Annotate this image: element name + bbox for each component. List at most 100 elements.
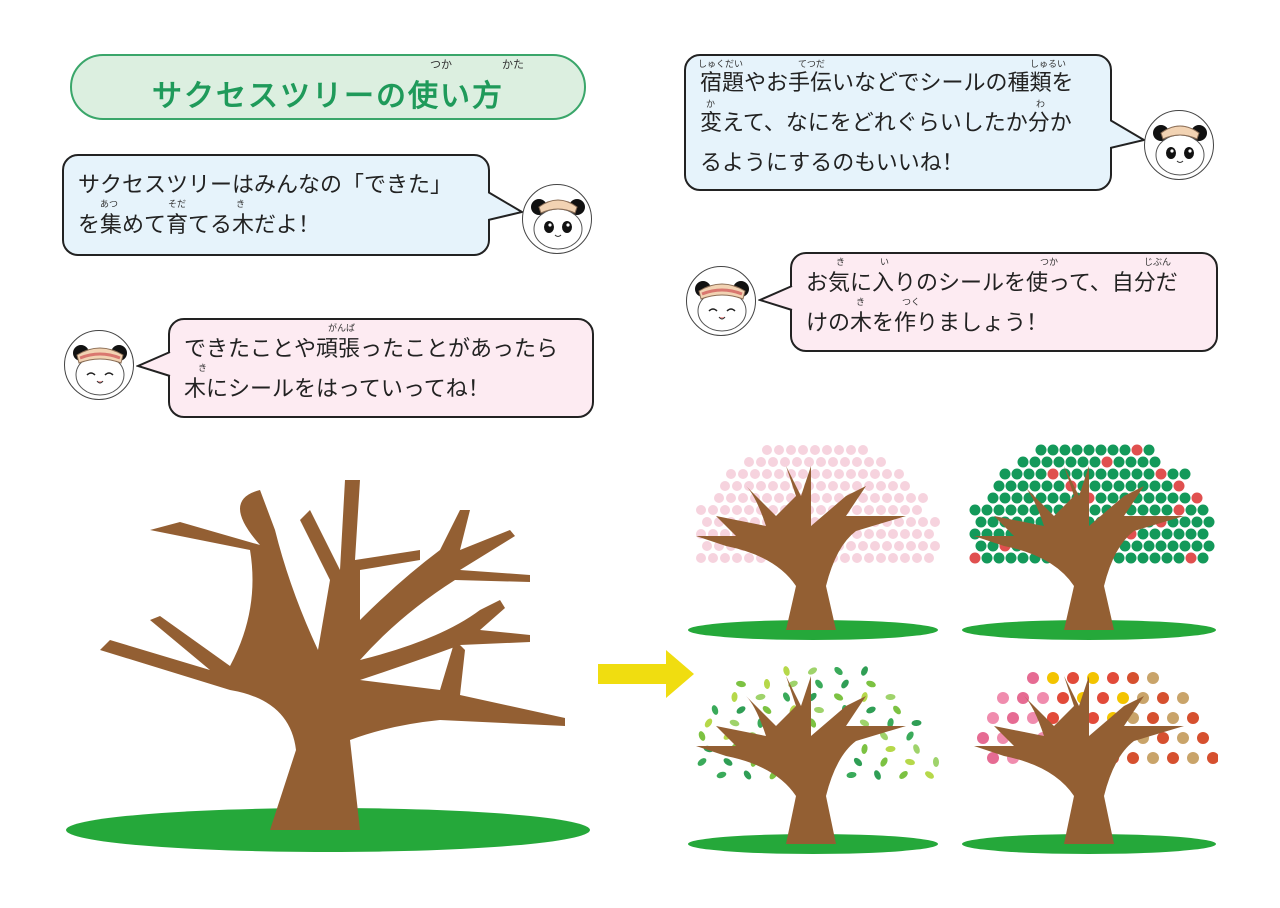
leaf-dot <box>1119 444 1131 456</box>
leaf-dot <box>1113 480 1125 492</box>
blossom-dot <box>702 541 712 551</box>
bubble-line: できたことや頑張ったことがあったら <box>184 337 559 362</box>
blossom-dot <box>918 541 928 551</box>
leaf-dot <box>1023 468 1035 480</box>
blossom-dot <box>900 553 910 563</box>
blossom-dot <box>762 469 772 479</box>
leaf-dot <box>975 516 987 528</box>
leaf-shape <box>885 745 896 753</box>
leaf-shape <box>834 666 843 676</box>
blossom-dot <box>822 445 832 455</box>
leaf-shape <box>853 757 863 767</box>
blossom-dot <box>900 529 910 539</box>
leaf-shape <box>783 666 790 676</box>
ruby-text: か <box>706 100 716 110</box>
bubble-line: を集めて育てる木だよ！ <box>78 213 321 238</box>
bubble-tail <box>758 285 793 311</box>
blossom-dot <box>888 553 898 563</box>
panda-smiling-avatar <box>686 266 756 336</box>
leaf-dot <box>1095 468 1107 480</box>
speech-bubble-sticker-types: 宿題やお手伝いなどでシールの種類を 変えて、なにをどれぐらいしたか分か るように… <box>684 54 1112 191</box>
leaf-shape <box>861 744 868 754</box>
leaf-dot <box>999 492 1011 504</box>
leaf-shape <box>743 770 752 780</box>
leaf-dot <box>1167 540 1179 552</box>
leaf-shape <box>815 679 823 689</box>
blossom-dot <box>768 481 778 491</box>
blossom-dot <box>762 445 772 455</box>
sticker <box>1147 672 1159 684</box>
blossom-dot <box>870 493 880 503</box>
blossom-dot <box>894 493 904 503</box>
sticker <box>1057 692 1069 704</box>
blossom-dot <box>888 481 898 491</box>
leaf-shape <box>932 757 940 767</box>
leaf-dot <box>1149 552 1161 564</box>
leaf-dot <box>1161 504 1173 516</box>
sticker <box>1207 752 1218 764</box>
sticker <box>1177 692 1189 704</box>
sticker <box>1007 712 1019 724</box>
leaf-dot <box>1107 444 1119 456</box>
leaf-dot <box>999 468 1011 480</box>
ruby-text: しゅるい <box>1030 60 1067 70</box>
tree-trunk-and-branches <box>100 480 565 830</box>
leaf-shape <box>755 693 766 701</box>
leaf-shape <box>807 667 818 675</box>
leaf-shape <box>763 679 771 689</box>
leaf-dot <box>1179 516 1191 528</box>
leaf-dot <box>1185 528 1197 540</box>
blossom-dot <box>744 505 754 515</box>
blossom-dot <box>828 481 838 491</box>
leaf-shape <box>731 692 738 702</box>
leaf-dot <box>1155 492 1167 504</box>
seasonal-stickers <box>977 672 1218 764</box>
blossom-dot <box>888 529 898 539</box>
leaf-shape <box>697 758 707 766</box>
panda-open-eyes-avatar <box>522 184 592 254</box>
ruby-text: つく <box>902 298 921 308</box>
blossom-dot <box>912 529 922 539</box>
panda-icon <box>1153 125 1207 176</box>
blossom-dot <box>774 469 784 479</box>
blossom-dot <box>726 493 736 503</box>
leaf-dot <box>1185 504 1197 516</box>
panda-open-eyes-avatar <box>1144 110 1214 180</box>
leaf-shape <box>711 705 719 715</box>
panda-icon <box>695 281 749 332</box>
apple-dot <box>1131 444 1143 456</box>
blossom-dot <box>732 505 742 515</box>
tree-trunk <box>696 466 906 630</box>
blossom-dot <box>870 469 880 479</box>
blossom-dot <box>930 541 940 551</box>
blossom-dot <box>858 445 868 455</box>
leaf-dot <box>1071 444 1083 456</box>
leaf-dot <box>975 540 987 552</box>
blossom-dot <box>840 481 850 491</box>
leaf-dot <box>1167 468 1179 480</box>
blossom-dot <box>702 517 712 527</box>
blossom-dot <box>744 553 754 563</box>
leaf-dot <box>1017 480 1029 492</box>
blossom-dot <box>798 469 808 479</box>
bubble-tail <box>136 351 171 377</box>
leaf-dot <box>1125 552 1137 564</box>
leaf-dot <box>1203 540 1215 552</box>
blossom-dot <box>906 541 916 551</box>
leaf-shape <box>861 666 868 676</box>
sticker <box>1047 672 1059 684</box>
leaf-dot <box>1089 456 1101 468</box>
leaf-dot <box>1065 456 1077 468</box>
leaf-dot <box>1197 504 1209 516</box>
blossom-dot <box>708 553 718 563</box>
leaf-dot <box>1083 444 1095 456</box>
blossom-dot <box>858 541 868 551</box>
leaf-dot <box>1125 480 1137 492</box>
leaf-shape <box>925 771 934 779</box>
leaf-shape <box>716 771 727 779</box>
leaf-dot <box>1143 492 1155 504</box>
leaf-shape <box>698 731 706 741</box>
leaf-dot <box>1113 552 1125 564</box>
blossom-dot <box>876 457 886 467</box>
blossom-dot <box>720 505 730 515</box>
